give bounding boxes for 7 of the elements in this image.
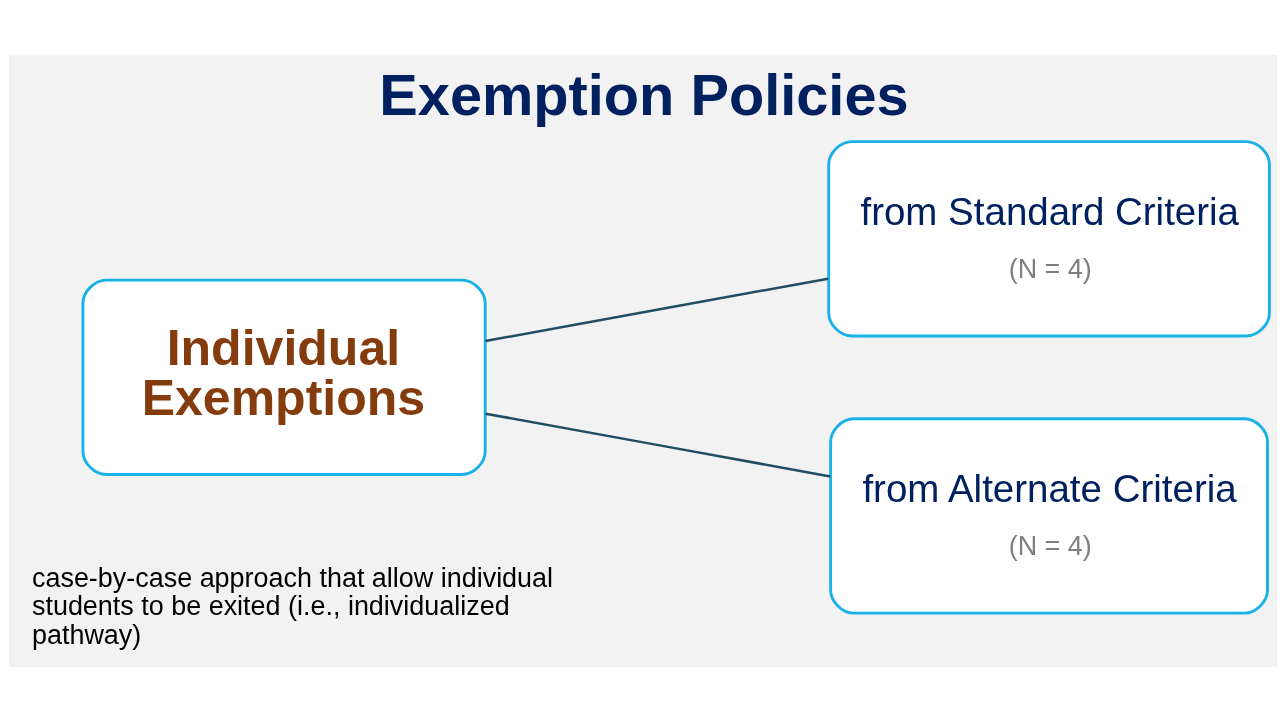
connector <box>485 411 831 478</box>
node-box: from Standard Criteria (N = 4) <box>827 139 1271 337</box>
node-box: from Alternate Criteria (N = 4) <box>829 416 1269 615</box>
connector <box>485 276 829 342</box>
node-box: Individual Exemptions <box>81 278 487 476</box>
node-label: case-by-case approach that allow individual students to be exited (i.e., individualized pathway) <box>31 562 554 650</box>
diagram-title: Exemption Policies <box>379 62 909 127</box>
